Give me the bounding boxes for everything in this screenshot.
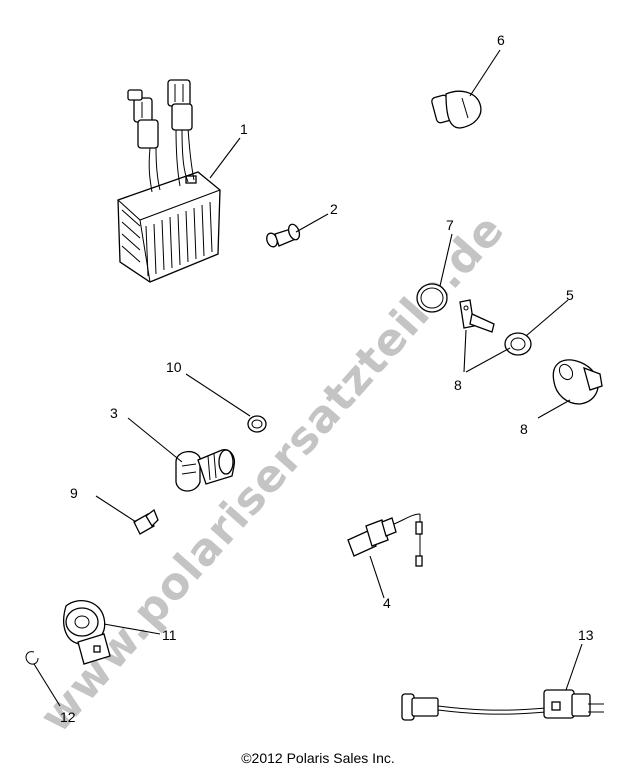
part-11-knock-sensor [63, 600, 111, 665]
callout-6: 6 [497, 32, 505, 48]
part-10-o-ring [247, 415, 267, 433]
part-8-key [459, 299, 495, 333]
callout-8-key: 8 [454, 377, 462, 393]
callout-1: 1 [240, 121, 248, 137]
callout-4: 4 [383, 595, 391, 611]
part-9-bolt [133, 508, 159, 535]
part-3-speed-sensor [175, 449, 236, 492]
part-13-harness-adapter [401, 689, 604, 721]
part-12-clip [25, 651, 39, 665]
part-1-voltage-regulator [117, 79, 221, 283]
callout-11: 11 [162, 627, 177, 643]
part-2-bolt [266, 223, 301, 248]
part-7-grommet [416, 283, 448, 313]
part-8-ignition-switch [552, 359, 603, 405]
watermark: www.polarisersatzteile.de [30, 204, 514, 742]
callout-9: 9 [70, 485, 78, 501]
copyright-text: ©2012 Polaris Sales Inc. [241, 750, 395, 766]
callout-10: 10 [166, 359, 182, 375]
callout-2: 2 [330, 201, 338, 217]
callout-3: 3 [110, 405, 118, 421]
callout-12: 12 [60, 709, 76, 725]
callout-7: 7 [446, 217, 454, 233]
part-5-nut [504, 332, 532, 356]
callout-5: 5 [566, 287, 574, 303]
callout-8-switch: 8 [520, 421, 528, 437]
part-4-temp-sensor [347, 513, 423, 567]
callout-13: 13 [578, 627, 594, 643]
part-6-switch [431, 90, 482, 129]
